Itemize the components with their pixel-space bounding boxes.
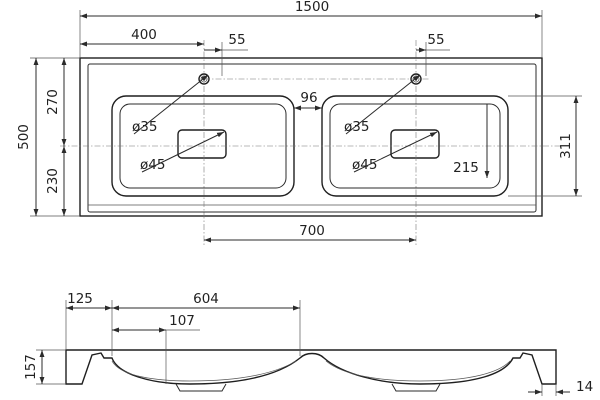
- dim-front-depth: 270: [45, 89, 61, 115]
- right-drain: [390, 129, 440, 159]
- left-drain: [177, 129, 227, 159]
- dim-overall-width: 1500: [295, 0, 329, 15]
- dim-drain-spacing: 700: [299, 223, 325, 239]
- section-profile: [65, 349, 557, 385]
- dim-drain-offset: 107: [169, 313, 195, 329]
- dim-tap-hole-left: ø35: [132, 119, 157, 135]
- dim-bowl-width: 604: [193, 291, 219, 307]
- dim-section-edge: 125: [67, 291, 93, 307]
- section-inner-line: [111, 360, 297, 382]
- dim-tap-offset-right: 55: [427, 32, 444, 48]
- dim-drain-right: ø45: [352, 157, 377, 173]
- dim-tap-offset-left: 55: [228, 32, 245, 48]
- dim-right-depth: 311: [558, 133, 574, 159]
- dim-rim-thickness: 14: [576, 379, 593, 395]
- dim-section-height: 157: [23, 354, 39, 380]
- dim-bowl-side: 215: [453, 160, 479, 176]
- dim-tap-hole-right: ø35: [344, 119, 369, 135]
- section-inner-line-right: [325, 360, 511, 382]
- top-view: 1500 400 55 55 500 270 230 96 311: [16, 0, 582, 245]
- sink-outline: [79, 57, 543, 217]
- sink-rim: [87, 63, 537, 213]
- dim-back-depth: 230: [45, 168, 61, 194]
- dim-overall-depth: 500: [16, 124, 32, 150]
- dim-drain-left: ø45: [140, 157, 165, 173]
- section-view: 125 604 107 157 14: [23, 291, 593, 396]
- dim-bowl-gap: 96: [300, 90, 317, 106]
- dim-left-offset: 400: [131, 27, 157, 43]
